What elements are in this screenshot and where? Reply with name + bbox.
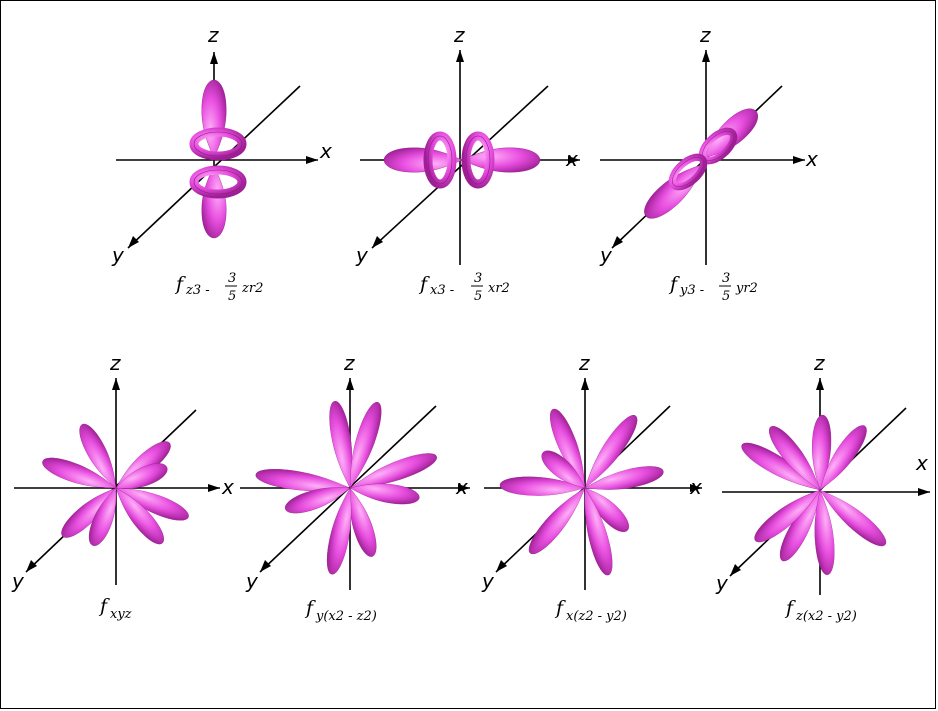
fxyz-caption: f xyz [98,595,132,622]
fx3-z-label: z [453,23,465,47]
fy3-x-label: x [805,147,818,171]
fxz2y2-caption-f: f [554,597,566,619]
fy3-caption: f y3 - 3 5 yr2 [668,271,758,304]
fy3-caption-tail: yr2 [735,281,758,296]
fyx2z2-caption-f: f [304,597,316,619]
fx3-lobes [384,136,540,184]
fxz2y2-x-label: x [689,475,702,499]
fxz2y2-z-label: z [578,351,590,375]
fzx2y2-y-label: y [715,571,729,595]
fx3-y-label: y [355,243,369,267]
orbital-fx3: z x y f x3 - 3 5 xr2 [355,23,580,304]
fzx2y2-x-label: x [915,451,928,475]
fy3-y-label: y [599,243,613,267]
fzx2y2-caption-f: f [784,597,796,619]
fxz2y2-caption: f x(z2 - y2) [554,597,627,624]
fxz2y2-caption-sub: x(z2 - y2) [566,609,627,624]
fy3-caption-den: 5 [722,289,730,304]
fz3-y-label: y [111,243,125,267]
fz3-caption-den: 5 [228,289,236,304]
fx3-caption-num: 3 [474,271,482,286]
fyx2z2-caption: f y(x2 - z2) [304,597,377,624]
fxyz-x-label: x [221,475,234,499]
fz3-caption-sub: z3 - [185,283,210,298]
fxyz-axes [14,378,220,585]
fz3-caption-num: 3 [228,271,236,286]
fzx2y2-z-label: z [813,351,825,375]
orbital-fz3: z x y f z3 - 3 5 zr2 [111,23,332,304]
fz3-caption-tail: zr2 [241,281,263,296]
fy3-caption-num: 3 [722,271,730,286]
orbital-fzx2y2: z x y f z(x2 - y2) [715,351,930,624]
fx3-caption-sub: x3 - [430,283,454,298]
orbital-fy3: z x y f y3 - 3 5 yr2 [599,23,818,304]
fx3-caption-f: f [418,273,430,295]
fz3-x-label: x [319,139,332,163]
fzx2y2-caption-sub: z(x2 - y2) [795,609,857,624]
fy3-caption-f: f [668,273,680,295]
fyx2z2-y-label: y [245,569,259,593]
orbital-fxyz: z x y f xyz [11,351,234,622]
fz3-caption-f: f [174,273,186,295]
fyx2z2-x-label: x [455,475,468,499]
fxyz-z-label: z [109,351,121,375]
fxyz-y-label: y [11,569,25,593]
fxyz-caption-sub: xyz [110,607,132,622]
fyx2z2-caption-sub: y(x2 - z2) [315,609,377,624]
fzx2y2-caption: f z(x2 - y2) [784,597,857,624]
fx3-caption: f x3 - 3 5 xr2 [418,271,510,304]
fz3-lobes [194,80,242,238]
fz3-z-label: z [207,23,219,47]
fxz2y2-lobes [500,406,665,578]
fy3-caption-sub: y3 - [679,283,704,298]
orbital-fyx2z2: z x y f y(x2 - z2) [240,351,470,624]
fxyz-caption-f: f [98,595,110,617]
fz3-caption: f z3 - 3 5 zr2 [174,271,263,304]
fyx2z2-z-label: z [343,351,355,375]
fzx2y2-lobes [737,415,891,576]
fxz2y2-y-label: y [481,569,495,593]
fx3-caption-den: 5 [474,289,482,304]
orbital-fxz2y2: z x y f x(z2 - y2) [481,351,702,624]
fx3-caption-tail: xr2 [488,281,510,296]
fy3-lobes [638,102,764,225]
fy3-z-label: z [699,23,711,47]
fx3-x-label: x [565,147,578,171]
